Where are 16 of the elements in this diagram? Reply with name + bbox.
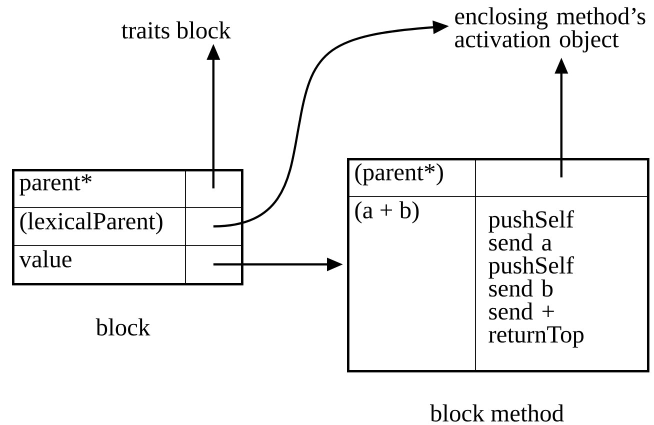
node-label: block method — [430, 404, 564, 422]
object-label: enclosing method’s activation object — [455, 7, 646, 52]
slot-cell — [185, 245, 242, 284]
slot-cell — [185, 169, 242, 208]
table-cell: parent* — [12, 169, 186, 208]
object-table — [347, 158, 650, 372]
object-table — [12, 169, 244, 286]
node-label: block — [96, 318, 150, 336]
table-cell: (parent*) — [347, 158, 476, 197]
table-cell: (lexicalParent) — [12, 207, 186, 246]
table-cell: value — [12, 245, 186, 284]
table-cell: (a + b) — [347, 196, 476, 371]
object-label: traits block — [121, 21, 231, 39]
slot-cell — [185, 207, 242, 246]
code-cell: pushSelf send a pushSelf send b send + returnTop — [475, 196, 648, 371]
slot-cell — [475, 158, 648, 197]
